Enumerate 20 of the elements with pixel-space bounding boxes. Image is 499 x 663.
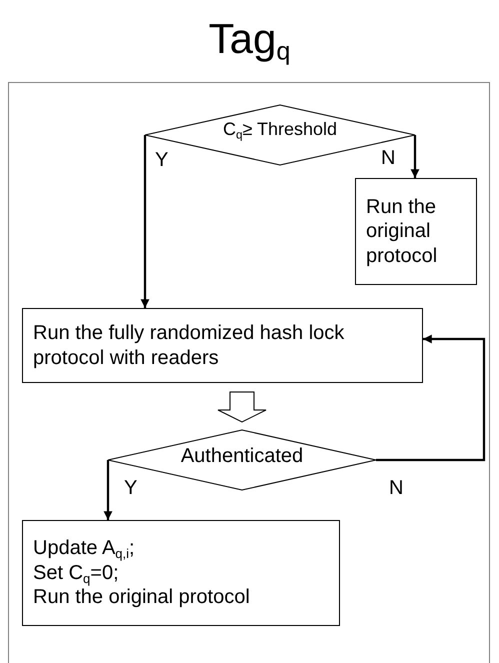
process-text: Run the original protocol xyxy=(33,586,251,610)
process-box xyxy=(22,520,340,626)
process-text: Set C$_{q}$=0; xyxy=(33,561,120,586)
arrow xyxy=(410,135,420,178)
arrow xyxy=(140,135,150,308)
block-arrow xyxy=(218,392,266,423)
process-text: Run the original protocol xyxy=(366,194,438,268)
decision-label: Authenticated xyxy=(180,444,304,468)
process-box xyxy=(22,308,423,383)
edge-label: Y xyxy=(124,478,138,498)
process-text: Run the fully randomized hash lock protocol with readers xyxy=(33,321,346,370)
edge-label: N xyxy=(389,478,404,498)
diagram-title: Tag$_{q}$ xyxy=(208,14,292,64)
edge-label: N xyxy=(381,148,396,168)
arrow xyxy=(376,334,486,462)
decision-label: C$_{q}$≥ Threshold xyxy=(222,119,338,141)
process-text: Update A$_{q,i}$; xyxy=(33,536,136,561)
process-box xyxy=(355,178,477,285)
edge-label: Y xyxy=(155,150,168,170)
arrow xyxy=(104,460,112,520)
